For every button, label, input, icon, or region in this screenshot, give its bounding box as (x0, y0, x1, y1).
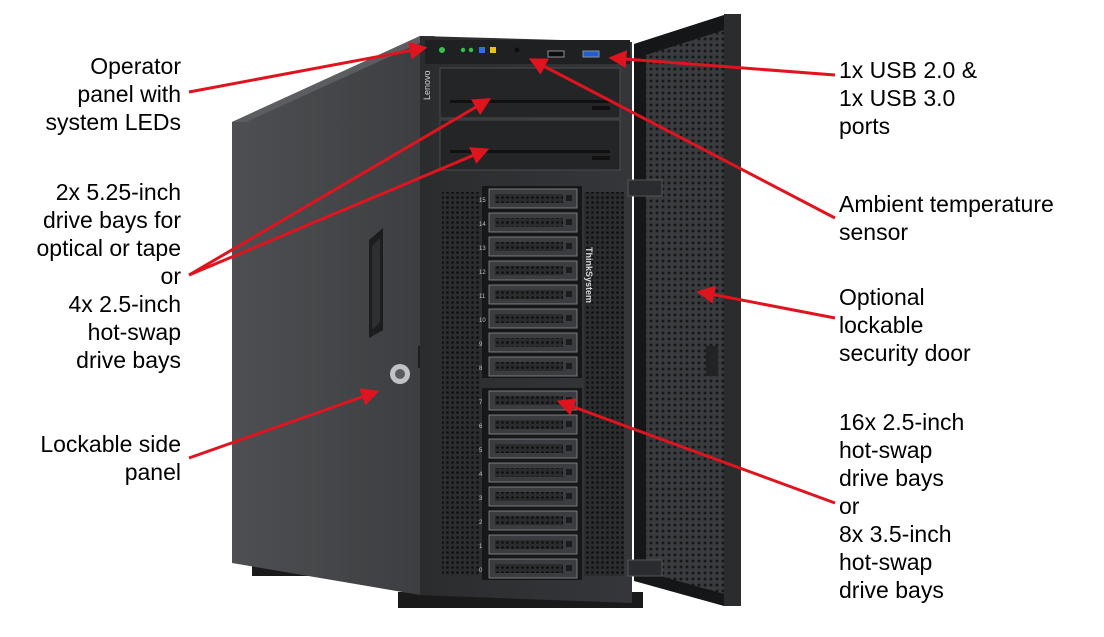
drive-bay[interactable]: 5 (479, 438, 578, 459)
bay-number: 15 (479, 198, 486, 204)
bay-number: 1 (479, 544, 483, 550)
arrow-operator-panel (188, 41, 428, 94)
right-vent (584, 192, 624, 576)
label-hot-swap-bays: 16x 2.5-inch hot-swap drive bays or 8x 3… (839, 409, 965, 603)
bay-number: 7 (479, 400, 483, 406)
drive-bay[interactable]: 4 (479, 462, 578, 483)
drive-bay[interactable]: 3 (479, 486, 578, 507)
arrow-security-door (696, 285, 836, 320)
drive-bay[interactable]: 15 (479, 188, 578, 209)
bay-number: 2 (479, 520, 483, 526)
arrow-side-panel (188, 388, 380, 460)
arrow-usb (608, 50, 836, 77)
drive-bay[interactable]: 2 (479, 510, 578, 531)
label-security-door: Optional lockable security door (839, 284, 971, 366)
bay-number: 0 (479, 568, 483, 574)
drive-bay[interactable]: 10 (479, 308, 578, 329)
fault-led-icon (490, 47, 496, 53)
lenovo-logo: Lenovo (422, 70, 432, 100)
power-led-icon (439, 47, 445, 53)
bay-number: 3 (479, 496, 483, 502)
arrow-bay-2 (188, 147, 490, 277)
callout-arrows (188, 41, 836, 505)
label-operator-panel: Operator panel with system LEDs (45, 53, 181, 135)
thinksystem-logo: ThinkSystem (584, 247, 594, 303)
label-side-panel: Lockable side panel (40, 431, 181, 485)
bay-number: 14 (479, 222, 486, 228)
drive-bay[interactable]: 13 (479, 236, 578, 257)
usb2-port-icon (547, 50, 565, 58)
arrow-hot-swap (556, 398, 836, 505)
bay-number: 8 (479, 366, 483, 372)
drive-bay[interactable]: 12 (479, 260, 578, 281)
arrow-temp-sensor (528, 58, 836, 220)
activity-led-icon (468, 47, 474, 53)
drive-bay[interactable]: 6 (479, 414, 578, 435)
bay-number: 4 (479, 472, 483, 478)
side-panel (232, 36, 435, 595)
bay-number: 6 (479, 424, 483, 430)
bottom-hinge (627, 559, 663, 577)
drive-bay[interactable]: 1 (479, 534, 578, 555)
top-hinge (627, 179, 663, 197)
optical-bay-2 (439, 119, 621, 171)
label-usb-ports: 1x USB 2.0 & 1x USB 3.0 ports (839, 57, 978, 139)
label-drive-bays-525: 2x 5.25-inch drive bays for optical or t… (36, 179, 181, 373)
temp-sensor-icon (514, 47, 520, 53)
drive-bay[interactable]: 0 (479, 558, 578, 579)
bay-number: 10 (479, 318, 486, 324)
bay-number: 5 (479, 448, 483, 454)
drive-bay[interactable]: 9 (479, 332, 578, 353)
drive-bay[interactable]: 8 (479, 356, 578, 377)
drive-bay[interactable]: 11 (479, 284, 578, 305)
left-vent (442, 192, 480, 576)
security-door (627, 14, 741, 606)
bay-number: 12 (479, 270, 486, 276)
arrow-bay-1 (188, 98, 492, 277)
status-led-icon (460, 47, 466, 53)
usb3-port-icon (582, 50, 600, 58)
bay-number: 13 (479, 246, 486, 252)
drive-bay[interactable]: 7 (479, 390, 578, 411)
bay-number: 11 (479, 294, 486, 300)
id-led-icon (479, 47, 485, 53)
drive-bay[interactable]: 14 (479, 212, 578, 233)
door-latch-icon (706, 346, 718, 376)
label-temp-sensor: Ambient temperature sensor (839, 191, 1054, 245)
bay-number: 9 (479, 342, 483, 348)
